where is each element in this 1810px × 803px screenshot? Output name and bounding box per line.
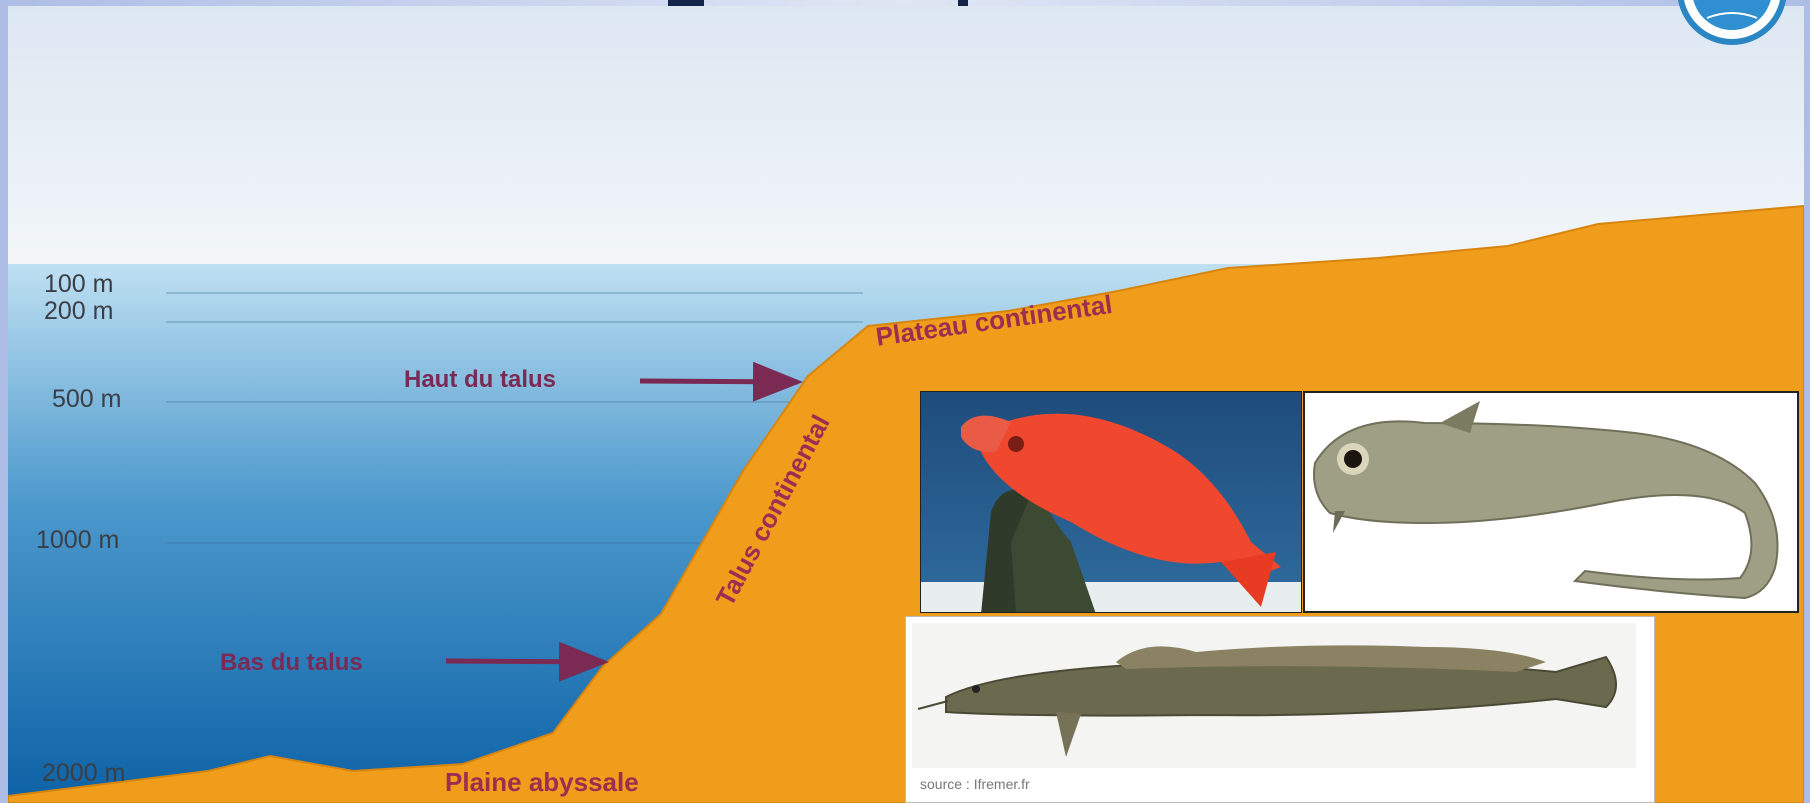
- eel-fish-photo: source : Ifremer.fr: [905, 616, 1655, 803]
- depth-label-500: 500 m: [52, 387, 121, 412]
- haut-du-talus-label: Haut du talus: [404, 368, 556, 392]
- haut-du-talus-arrow: [640, 381, 798, 382]
- grenadier-fish-illustration: [1305, 393, 1797, 611]
- plaine-abyssale-label: Plaine abyssale: [445, 769, 639, 795]
- depth-label-1000: 1000 m: [36, 528, 119, 553]
- bas-du-talus-label: Bas du talus: [220, 651, 363, 675]
- ocean-profile-diagram: 100 m 200 m 500 m 1000 m 2000 m Haut du …: [8, 6, 1804, 803]
- depth-label-2000: 2000 m: [42, 761, 125, 786]
- circular-emblem-icon: [1662, 0, 1792, 46]
- bas-du-talus-arrow: [446, 661, 604, 662]
- red-fish-photo: [920, 391, 1302, 613]
- grenadier-fish-photo: [1303, 391, 1799, 613]
- depth-label-100: 100 m: [44, 272, 113, 297]
- sky-area: [8, 6, 1804, 264]
- photo-source-caption: source : Ifremer.fr: [920, 776, 1030, 792]
- red-fish-illustration: [921, 392, 1302, 613]
- eel-fish-illustration: [906, 617, 1654, 802]
- depth-label-200: 200 m: [44, 299, 113, 324]
